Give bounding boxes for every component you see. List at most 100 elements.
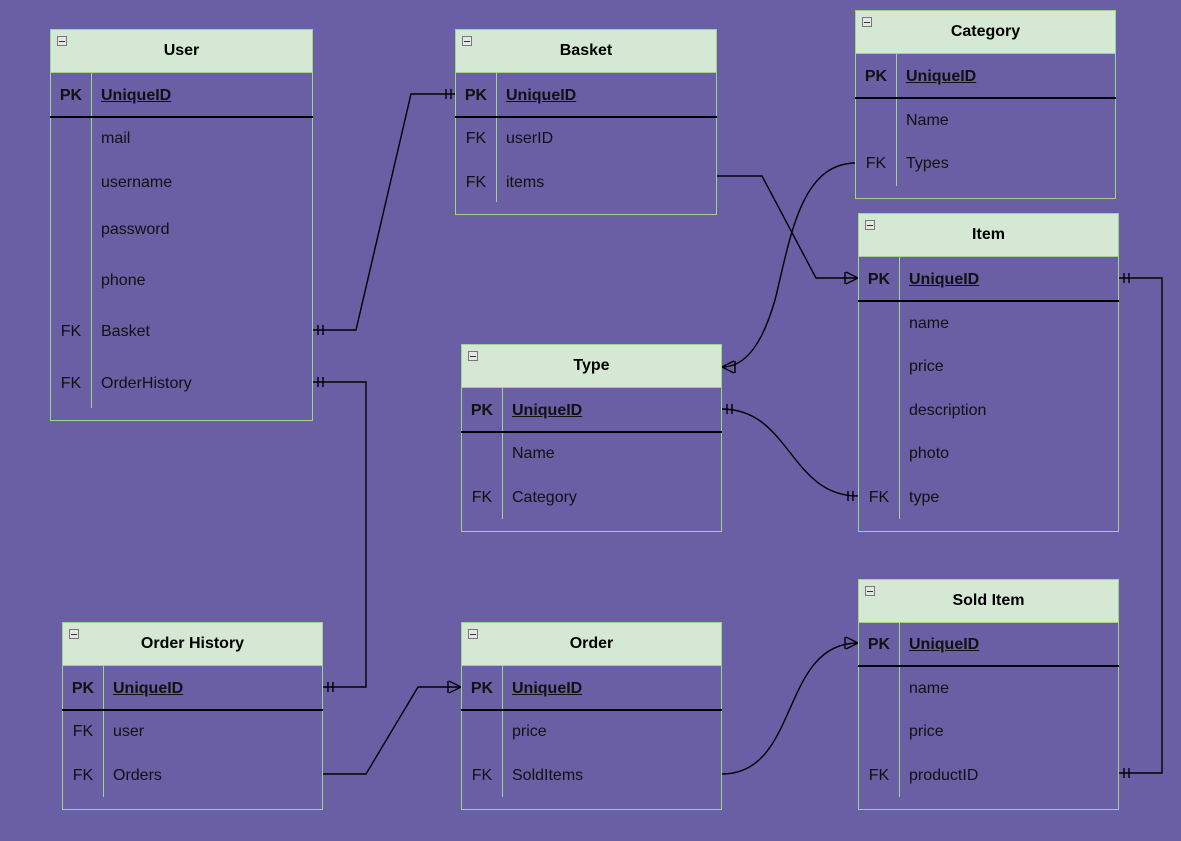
collapse-icon[interactable]	[468, 629, 478, 639]
entity-title: Type	[573, 357, 610, 374]
entity-header[interactable]: Sold Item	[859, 580, 1118, 623]
rel-type-item[interactable]	[721, 408, 859, 497]
rel-orderhistory-order[interactable]	[323, 686, 461, 775]
key-label: FK	[868, 489, 890, 506]
pk-separator	[858, 300, 1119, 302]
pk-field: UniqueID	[512, 402, 583, 419]
collapse-icon[interactable]	[862, 17, 872, 27]
collapse-icon[interactable]	[468, 351, 478, 361]
collapse-icon[interactable]	[57, 36, 67, 46]
pk-field: UniqueID	[909, 271, 980, 288]
key-column-divider	[502, 666, 503, 797]
entity-title: Category	[950, 23, 1021, 40]
entity-title: Basket	[559, 42, 613, 59]
entity-type[interactable]: Type PK UniqueID Name FK Category	[461, 344, 722, 532]
pk-label: PK	[864, 68, 888, 85]
entity-title: User	[163, 42, 200, 59]
pk-label: PK	[470, 680, 494, 697]
field-name: password	[101, 221, 170, 238]
key-column-divider	[899, 623, 900, 797]
key-label: FK	[471, 767, 493, 784]
rel-category-type-crowfoot	[720, 360, 735, 374]
rel-order-solditem[interactable]	[721, 642, 859, 775]
collapse-icon[interactable]	[462, 36, 472, 46]
pk-label: PK	[71, 680, 95, 697]
rel-user-orderhistory[interactable]	[313, 381, 367, 688]
rel-basket-item[interactable]	[717, 175, 858, 279]
field-name: price	[512, 723, 547, 740]
entity-title: Order	[569, 635, 614, 652]
pk-separator	[455, 116, 717, 118]
entity-header[interactable]: Basket	[456, 30, 716, 73]
field-name: Category	[512, 489, 577, 506]
key-label: FK	[465, 174, 487, 191]
field-name: Basket	[101, 323, 150, 340]
key-column-divider	[496, 73, 497, 202]
entity-header[interactable]: Order	[462, 623, 721, 666]
pk-label: PK	[867, 271, 891, 288]
field-name: mail	[101, 130, 131, 147]
pk-separator	[461, 431, 722, 433]
field-name: photo	[909, 445, 950, 462]
collapse-icon[interactable]	[865, 586, 875, 596]
entity-header[interactable]: Order History	[63, 623, 322, 666]
field-name: name	[909, 680, 950, 697]
field-name: Name	[906, 112, 949, 129]
pk-field: UniqueID	[506, 87, 577, 104]
pk-label: PK	[470, 402, 494, 419]
rel-category-type[interactable]	[721, 162, 857, 368]
entity-header[interactable]: Category	[856, 11, 1115, 54]
entity-header[interactable]: User	[51, 30, 312, 73]
key-label: FK	[60, 375, 82, 392]
key-column-divider	[91, 73, 92, 408]
key-label: FK	[465, 130, 487, 147]
pk-separator	[50, 116, 313, 118]
field-name: price	[909, 358, 944, 375]
entity-item[interactable]: Item PK UniqueID name price description …	[858, 213, 1119, 532]
rel-item-solditem[interactable]	[1119, 277, 1163, 774]
pk-separator	[461, 709, 722, 711]
entity-header[interactable]: Item	[859, 214, 1118, 257]
entity-title: Item	[972, 226, 1005, 243]
pk-field: UniqueID	[909, 636, 980, 653]
entity-order[interactable]: Order PK UniqueID price FK SoldItems	[461, 622, 722, 810]
field-name: Name	[512, 445, 555, 462]
pk-field: UniqueID	[113, 680, 184, 697]
pk-field: UniqueID	[101, 87, 172, 104]
entity-sold-item[interactable]: Sold Item PK UniqueID name price FK prod…	[858, 579, 1119, 810]
key-column-divider	[899, 257, 900, 519]
field-name: userID	[506, 130, 554, 147]
entity-header[interactable]: Type	[462, 345, 721, 388]
entity-category[interactable]: Category PK UniqueID Name FK Types	[855, 10, 1116, 199]
field-name: SoldItems	[512, 767, 584, 784]
collapse-icon[interactable]	[865, 220, 875, 230]
pk-label: PK	[59, 87, 83, 104]
pk-separator	[855, 97, 1116, 99]
key-label: FK	[865, 155, 887, 172]
rel-user-basket[interactable]	[313, 93, 455, 331]
field-name: productID	[909, 767, 979, 784]
field-name: phone	[101, 272, 146, 289]
field-name: Orders	[113, 767, 162, 784]
field-name: description	[909, 402, 987, 419]
key-label: FK	[60, 323, 82, 340]
field-name: OrderHistory	[101, 375, 192, 392]
key-label: FK	[72, 723, 94, 740]
entity-user[interactable]: User PK UniqueID mail username password …	[50, 29, 313, 421]
key-label: FK	[72, 767, 94, 784]
pk-label: PK	[867, 636, 891, 653]
pk-separator	[62, 709, 323, 711]
field-name: Types	[906, 155, 949, 172]
collapse-icon[interactable]	[69, 629, 79, 639]
entity-basket[interactable]: Basket PK UniqueID FK userID FK items	[455, 29, 717, 215]
entity-order-history[interactable]: Order History PK UniqueID FK user FK Ord…	[62, 622, 323, 810]
pk-field: UniqueID	[512, 680, 583, 697]
pk-separator	[858, 665, 1119, 667]
key-column-divider	[502, 388, 503, 519]
pk-label: PK	[464, 87, 488, 104]
entity-title: Sold Item	[952, 592, 1025, 609]
field-name: type	[909, 489, 940, 506]
field-name: price	[909, 723, 944, 740]
field-name: user	[113, 723, 145, 740]
field-name: username	[101, 174, 173, 191]
